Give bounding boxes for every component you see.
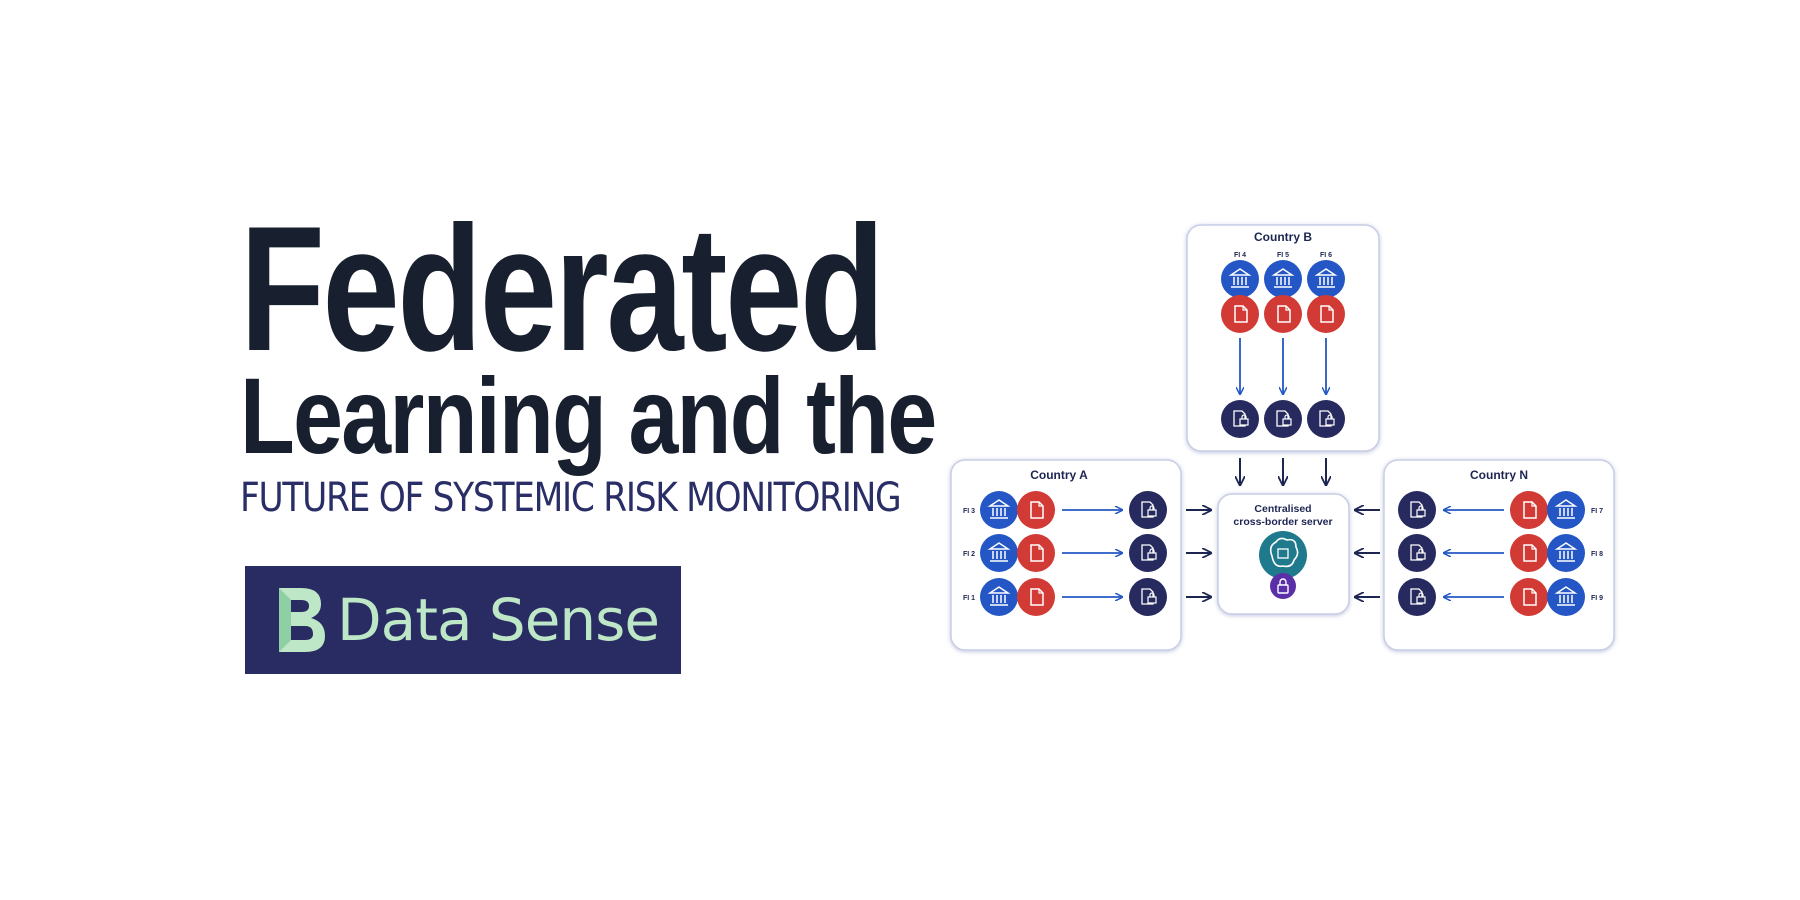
bank-icon xyxy=(1547,578,1585,616)
bank-icon xyxy=(1221,260,1259,298)
locked-document-icon xyxy=(1129,578,1167,616)
server-box: Centralised cross-border server xyxy=(1217,493,1350,615)
locked-document-icon xyxy=(1221,400,1259,438)
document-icon xyxy=(1017,491,1055,529)
document-icon xyxy=(1307,295,1345,333)
document-icon xyxy=(1510,491,1548,529)
data-sense-logo: Data Sense xyxy=(245,566,681,674)
server-title-line2: cross-border server xyxy=(1233,516,1332,528)
country-n-nodes: FI 7 FI 8 FI 9 xyxy=(1398,491,1603,616)
fi-label: FI 8 xyxy=(1591,551,1603,558)
locked-document-icon xyxy=(1129,534,1167,572)
bank-icon xyxy=(1264,260,1302,298)
fi-label: FI 7 xyxy=(1591,508,1603,515)
locked-document-icon xyxy=(1264,400,1302,438)
fi-label: FI 3 xyxy=(963,508,975,515)
locked-document-icon xyxy=(1398,491,1436,529)
fi-label: FI 5 xyxy=(1277,252,1289,259)
bank-icon xyxy=(980,491,1018,529)
bank-icon xyxy=(1307,260,1345,298)
bank-icon xyxy=(980,534,1018,572)
country-a-title: Country A xyxy=(1030,468,1088,482)
document-icon xyxy=(1221,295,1259,333)
headline-federated: Federated xyxy=(240,189,885,388)
country-b-title: Country B xyxy=(1254,230,1312,244)
country-n-to-server-arrows xyxy=(1355,510,1380,597)
document-icon xyxy=(1510,578,1548,616)
headline-subtitle: FUTURE OF SYSTEMIC RISK MONITORING xyxy=(240,475,902,521)
fi-label: FI 9 xyxy=(1591,595,1603,602)
country-b-nodes: FI 4 FI 5 FI 6 xyxy=(1221,252,1345,438)
data-sense-logo-mark-icon xyxy=(279,588,325,652)
bank-icon xyxy=(1547,534,1585,572)
headline-learning: Learning and the xyxy=(240,355,937,476)
fi-label: FI 6 xyxy=(1320,252,1332,259)
country-n-title: Country N xyxy=(1470,468,1528,482)
server-title-line1: Centralised xyxy=(1254,503,1311,515)
document-icon xyxy=(1017,578,1055,616)
document-icon xyxy=(1017,534,1055,572)
server-lock-icon xyxy=(1270,573,1296,599)
logo-text: Data Sense xyxy=(337,586,660,654)
bank-icon xyxy=(980,578,1018,616)
document-icon xyxy=(1264,295,1302,333)
locked-document-icon xyxy=(1398,578,1436,616)
bank-icon xyxy=(1547,491,1585,529)
country-b-to-server-arrows xyxy=(1240,458,1326,485)
locked-document-icon xyxy=(1307,400,1345,438)
document-icon xyxy=(1510,534,1548,572)
fi-label: FI 1 xyxy=(963,595,975,602)
country-a-to-server-arrows xyxy=(1186,510,1211,597)
locked-document-icon xyxy=(1129,491,1167,529)
fi-label: FI 4 xyxy=(1234,252,1246,259)
country-a-nodes: FI 3 FI 2 FI 1 xyxy=(963,491,1167,616)
fi-label: FI 2 xyxy=(963,551,975,558)
locked-document-icon xyxy=(1398,534,1436,572)
brain-icon xyxy=(1259,531,1307,579)
